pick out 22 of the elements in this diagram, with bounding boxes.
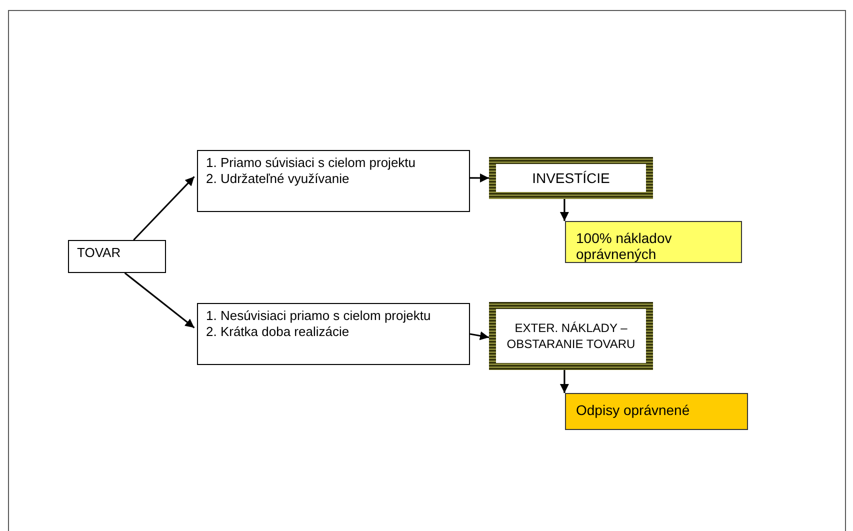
node-label: 100% nákladov oprávnených <box>576 230 673 262</box>
arrow <box>133 176 195 241</box>
node-label: INVESTÍCIE <box>532 170 610 186</box>
node-label: 1. Nesúvisiaci priamo s cielom projektu <box>206 308 432 324</box>
result-box <box>565 393 748 430</box>
arrow <box>560 199 569 221</box>
arrow <box>470 173 489 182</box>
result-box <box>565 221 742 263</box>
node-label: Odpisy oprávnené <box>576 402 691 418</box>
node-label: 1. Priamo súvisiaci s cielom projektu <box>206 155 417 171</box>
category-box <box>489 157 653 199</box>
criteria-box <box>197 303 470 365</box>
process-box <box>68 240 166 273</box>
node-label: 2. Udržateľné využívanie <box>206 171 350 187</box>
arrow <box>560 370 569 393</box>
arrow <box>124 272 195 328</box>
arrow <box>470 331 490 340</box>
node-label: 2. Krátka doba realizácie <box>206 324 350 340</box>
node-label: EXTER. NÁKLADY – OBSTARANIE TOVARU <box>506 320 636 352</box>
category-box <box>489 302 653 370</box>
criteria-box <box>197 150 470 212</box>
node-label: TOVAR <box>77 245 122 261</box>
